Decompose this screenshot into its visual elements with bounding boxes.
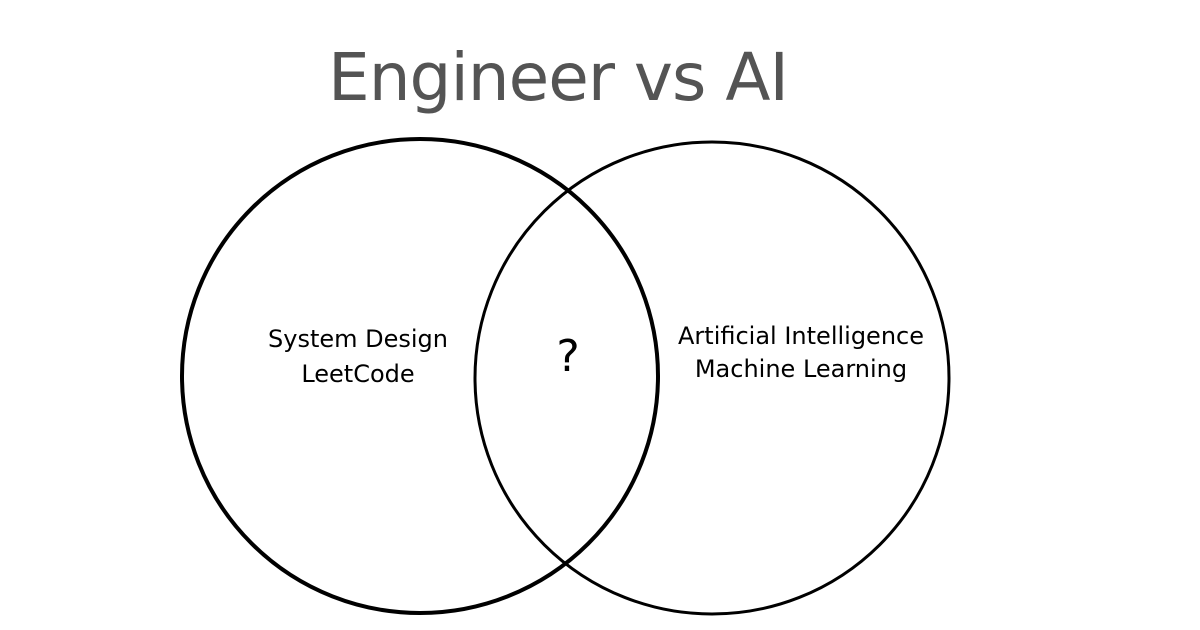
diagram-title: Engineer vs AI [328, 39, 789, 116]
right-circle-line-2: Machine Learning [694, 355, 908, 383]
right-circle [473, 140, 951, 616]
left-circle-line-2: LeetCode [301, 360, 415, 388]
left-circle-line-1: System Design [268, 325, 448, 353]
left-circle [180, 137, 660, 615]
right-circle-line-1: Artificial Intelligence [678, 322, 924, 350]
right-circle-label: Artificial Intelligence Machine Learning [660, 320, 942, 386]
left-circle-label: System Design LeetCode [238, 322, 478, 392]
overlap-label: ? [556, 331, 580, 382]
